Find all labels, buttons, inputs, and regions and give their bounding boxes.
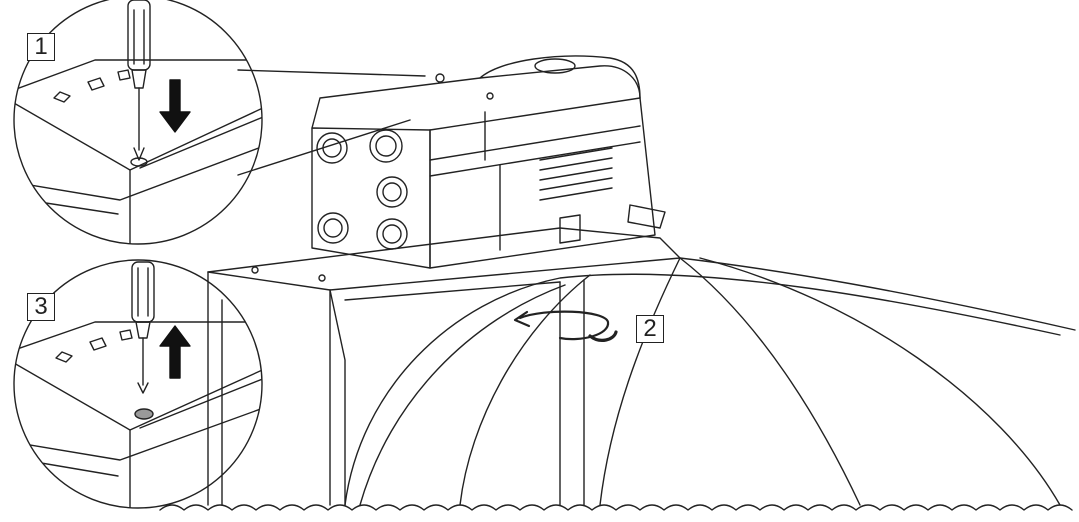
step-label-3: 3 xyxy=(27,293,55,321)
callout-lines xyxy=(237,69,426,176)
driver-housing xyxy=(311,55,666,269)
lamp-dome xyxy=(344,257,1076,506)
step-label-1: 1 xyxy=(27,33,55,61)
break-line xyxy=(159,504,1073,511)
mounting-pole xyxy=(559,279,585,506)
detail-view-pull xyxy=(13,259,263,509)
rotate-arrow-icon xyxy=(513,310,618,342)
step-label-2: 2 xyxy=(636,315,664,343)
mounting-bracket xyxy=(207,227,681,506)
